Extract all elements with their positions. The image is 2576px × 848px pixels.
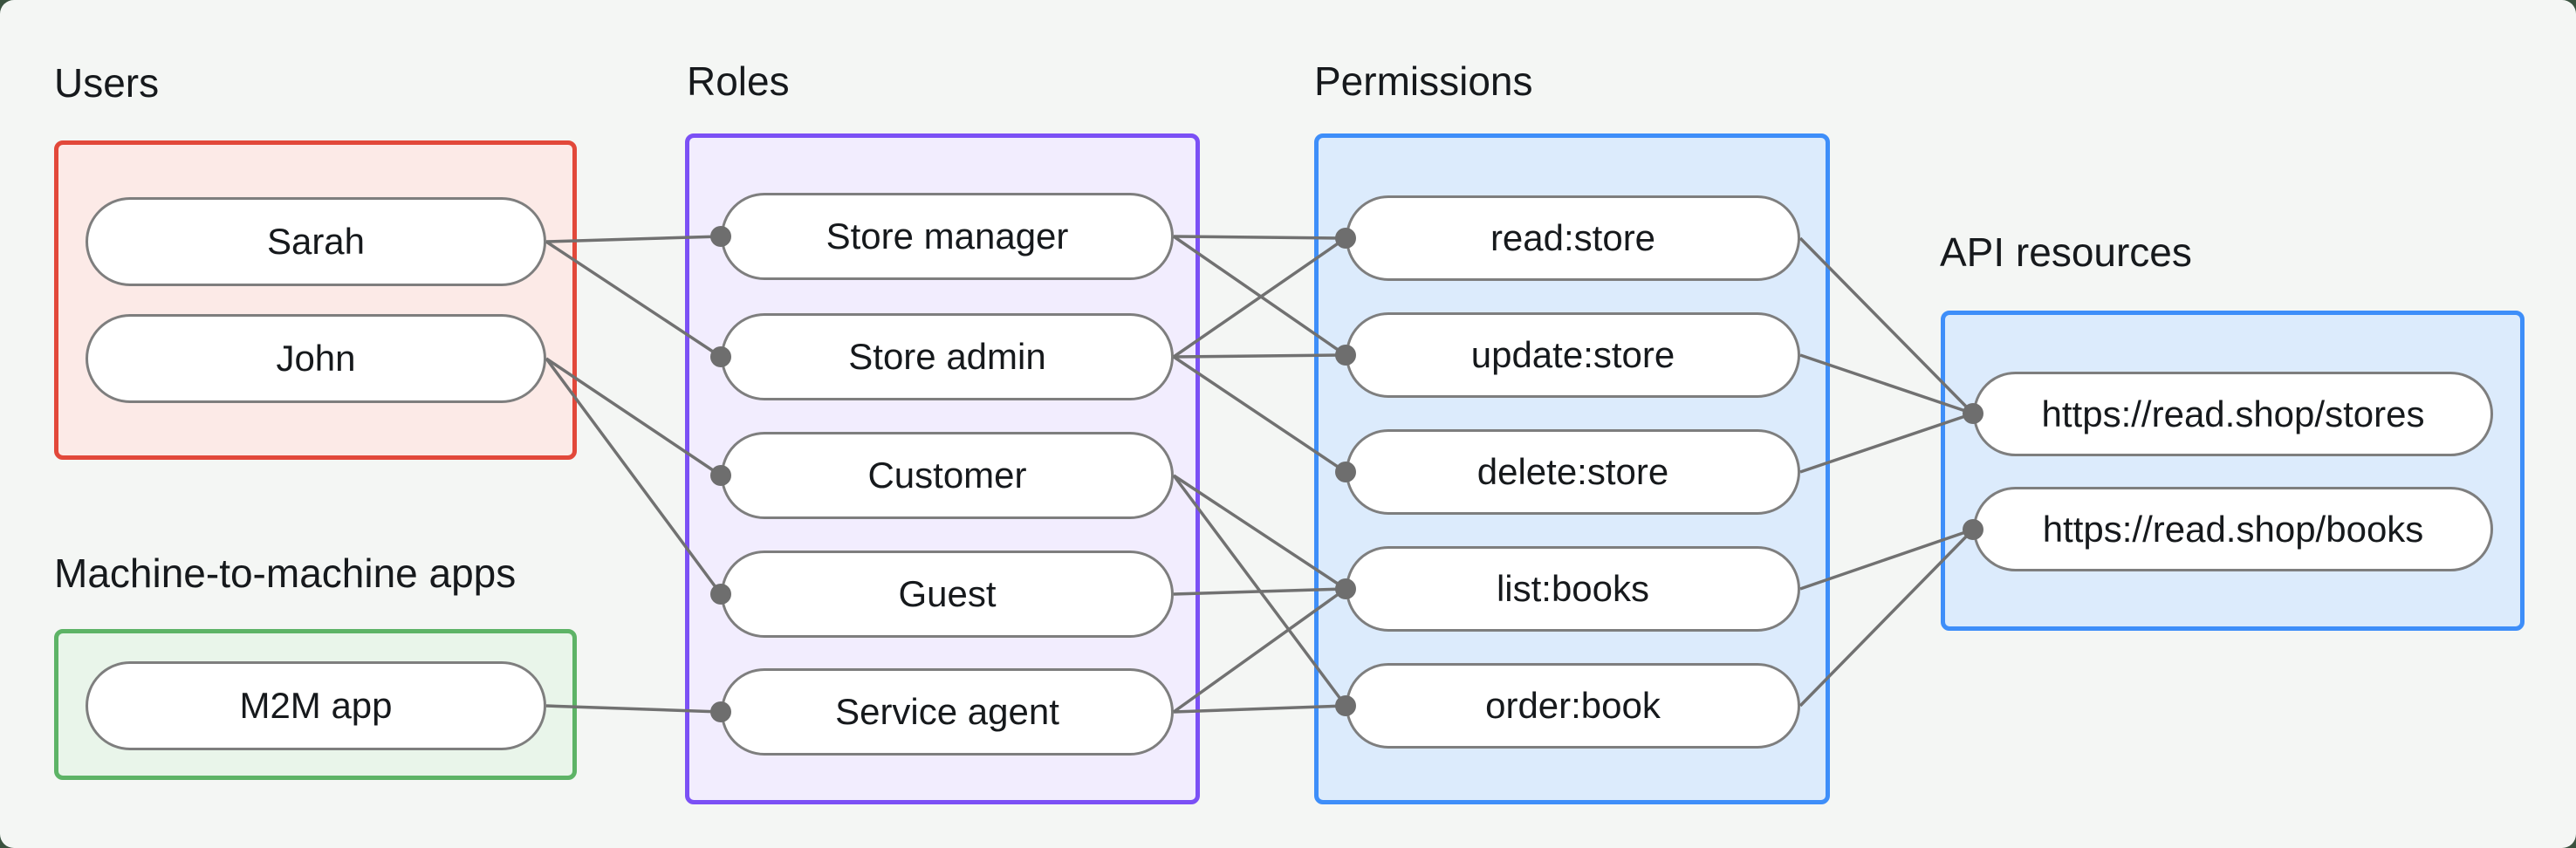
permissions-group-label: Permissions	[1314, 58, 1533, 104]
users-group-box	[54, 140, 577, 460]
permission-node-read-store: read:store	[1346, 195, 1800, 281]
role-node-store-admin: Store admin	[721, 313, 1174, 400]
permission-node-order-book: order:book	[1346, 663, 1800, 749]
permission-node-update-store: update:store	[1346, 312, 1800, 398]
api-resource-node-books: https://read.shop/books	[1973, 487, 2493, 571]
role-node-guest: Guest	[721, 551, 1174, 638]
api-resources-group-box	[1941, 311, 2525, 631]
role-node-service-agent: Service agent	[721, 668, 1174, 756]
users-group-label: Users	[54, 60, 160, 106]
m2m-app-node: M2M app	[86, 661, 546, 750]
machine-to-machine-group-label: Machine-to-machine apps	[54, 551, 517, 596]
user-node-john: John	[86, 314, 546, 403]
role-node-store-manager: Store manager	[721, 193, 1174, 280]
api-resources-group-label: API resources	[1940, 229, 2192, 275]
roles-group-label: Roles	[687, 58, 790, 104]
api-resource-node-stores: https://read.shop/stores	[1973, 372, 2493, 456]
permission-node-delete-store: delete:store	[1346, 429, 1800, 515]
user-node-sarah: Sarah	[86, 197, 546, 286]
permission-node-list-books: list:books	[1346, 546, 1800, 632]
role-node-customer: Customer	[721, 432, 1174, 519]
